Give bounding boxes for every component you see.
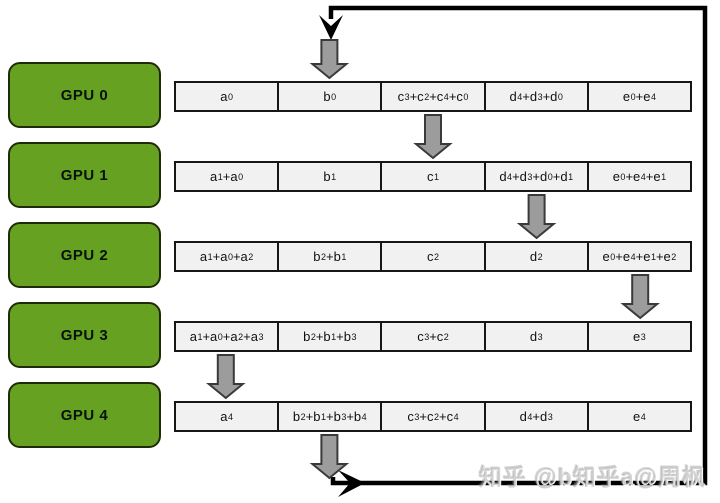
transfer-arrow-gpu3-to-gpu4	[206, 354, 246, 400]
ring-out-arrowhead	[338, 470, 365, 497]
transfer-arrow-gpu2-to-gpu3	[620, 274, 660, 320]
ring-in-arrowhead	[319, 15, 343, 40]
watermark: 知乎 @b知乎a@周枫	[478, 464, 706, 490]
gpu-box-1: GPU 1	[8, 142, 161, 208]
gpu-box-3: GPU 3	[8, 302, 161, 368]
transfer-arrow-gpu0-to-gpu1	[413, 114, 453, 160]
transfer-arrow-gpu4-to-ring-out	[309, 434, 350, 480]
transfer-arrow-gpu1-to-gpu2	[516, 194, 557, 240]
gpu-box-2: GPU 2	[8, 222, 161, 288]
gpu-box-4: GPU 4	[8, 382, 161, 448]
transfer-arrow-ring-in-to-gpu0	[309, 39, 350, 80]
gpu-box-0: GPU 0	[8, 62, 161, 128]
